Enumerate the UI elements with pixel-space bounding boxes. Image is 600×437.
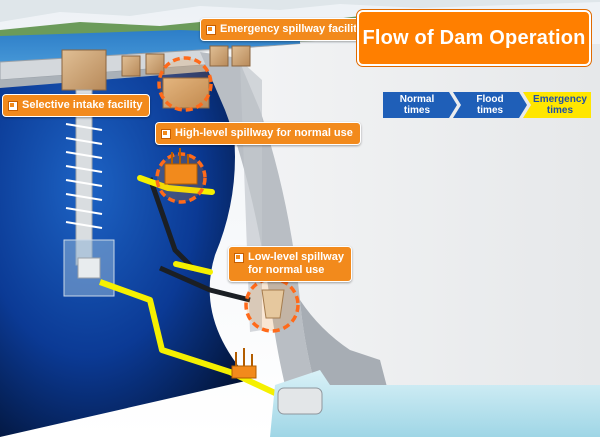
outlet-structure	[277, 387, 323, 415]
label-bullet-icon	[8, 100, 18, 111]
label-bullet-icon	[206, 24, 216, 35]
label-bullet-icon	[234, 253, 244, 263]
outlet-gate	[231, 365, 257, 379]
intake-valve	[77, 257, 101, 279]
gate-house-3	[209, 45, 229, 67]
stage-arrow-flood	[453, 92, 527, 118]
emergency-spillway-label: Emergency spillway facility	[200, 18, 372, 41]
stage-arrows	[383, 92, 591, 118]
high-level-gate	[164, 163, 198, 185]
distant-mountain	[0, 0, 600, 22]
selective-intake-text: Selective intake facility	[22, 99, 143, 111]
high-level-spillway-label: High-level spillway for normal use	[155, 122, 361, 145]
gate-house-1	[121, 55, 141, 77]
dam-upstream-face	[200, 52, 330, 437]
intake-tower-house	[61, 49, 107, 91]
label-bullet-icon	[161, 128, 171, 139]
low-level-spillway-text: Low-level spillway for normal use	[248, 251, 344, 276]
stage-arrow-normal	[383, 92, 457, 118]
reservoir-water	[0, 52, 250, 437]
low-level-spillway-label: Low-level spillway for normal use	[228, 246, 352, 282]
low-level-conduit	[158, 265, 251, 303]
high-level-spillway-text: High-level spillway for normal use	[175, 127, 353, 139]
tailwater	[270, 370, 600, 437]
high-level-valve-stems	[171, 148, 189, 164]
stage-arrow-emergency	[523, 92, 591, 118]
gate-house-2	[145, 53, 165, 75]
high-level-conduit	[147, 177, 197, 272]
gate-house-4	[231, 45, 251, 67]
high-level-flow-line	[137, 175, 215, 195]
low-level-flow-line	[173, 261, 213, 275]
outlet-valve-stems	[235, 348, 253, 366]
intake-flow-line	[98, 279, 292, 403]
emergency-spillway-highlight	[157, 56, 213, 112]
emergency-spillway-text: Emergency spillway facility	[220, 23, 364, 35]
selective-intake-label: Selective intake facility	[2, 94, 151, 117]
page-title: Flow of Dam Operation	[357, 10, 591, 66]
low-level-gate	[261, 289, 285, 319]
